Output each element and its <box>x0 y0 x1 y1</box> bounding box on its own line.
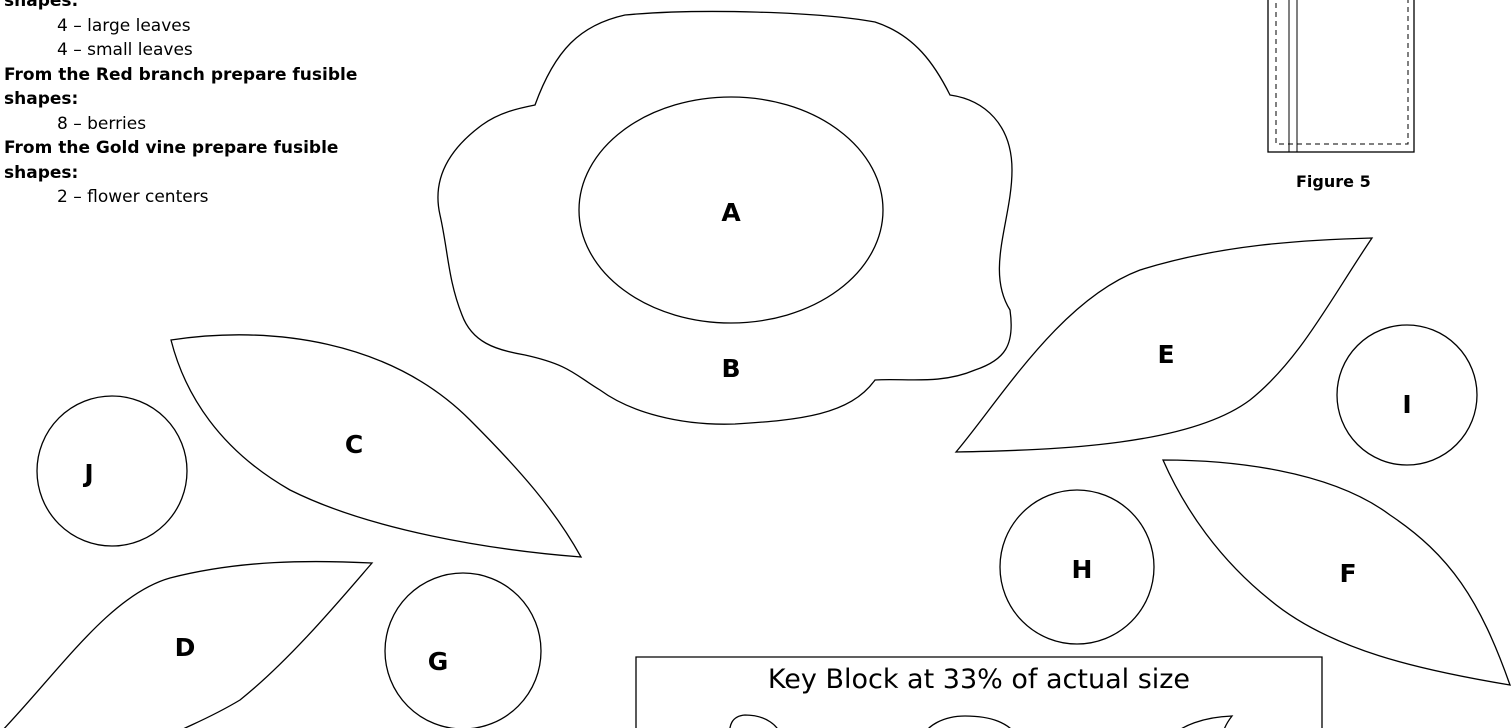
shape-e-label: E <box>1157 340 1174 369</box>
shape-b-label: B <box>721 354 740 383</box>
shape-c-leaf <box>170 334 583 558</box>
shape-j-berry <box>36 395 188 547</box>
instruction-item: 4 – small leaves <box>57 40 193 60</box>
shape-i-berry <box>1336 324 1478 466</box>
figure-5-diagram <box>1267 0 1415 153</box>
shape-h-berry <box>999 489 1155 645</box>
shape-e-leaf <box>954 237 1374 453</box>
instruction-heading: shapes: <box>4 162 79 183</box>
instruction-heading: From the Gold vine prepare fusible <box>4 138 339 158</box>
key-block-frame <box>635 656 1323 728</box>
shape-f-label: F <box>1339 559 1356 588</box>
shape-a-flower-center <box>578 96 884 324</box>
key-block-title: Key Block at 33% of actual size <box>767 664 1191 695</box>
key-block-motif <box>1181 715 1234 728</box>
figure-5-outer-border <box>1267 0 1415 153</box>
fusible-shapes-instructions: shapes: 4 – large leaves 4 – small leave… <box>0 0 460 210</box>
shape-b-flower <box>437 10 1013 425</box>
shape-g-label: G <box>428 647 449 676</box>
instruction-item: 4 – large leaves <box>57 15 191 36</box>
instruction-heading: shapes: <box>4 0 79 11</box>
shape-c-label: C <box>345 430 363 459</box>
key-block-motif <box>729 714 778 728</box>
shape-d-leaf <box>3 560 374 728</box>
shape-f-leaf <box>1162 459 1511 686</box>
shape-j-label: J <box>82 459 93 488</box>
figure-caption: Figure 5 <box>1296 172 1371 191</box>
instruction-item: 2 – flower centers <box>57 187 209 207</box>
key-block-motif <box>928 715 1011 728</box>
shape-g-berry <box>384 572 542 728</box>
instruction-heading: From the Red branch prepare fusible <box>4 64 358 85</box>
shape-d-label: D <box>175 633 196 662</box>
shape-h-label: H <box>1072 555 1093 584</box>
instruction-item: 8 – berries <box>57 113 147 134</box>
shape-a-label: A <box>721 198 741 227</box>
figure-5-inner-dashed <box>1275 0 1409 145</box>
shape-i-label: I <box>1402 390 1411 419</box>
instruction-heading: shapes: <box>4 89 79 109</box>
